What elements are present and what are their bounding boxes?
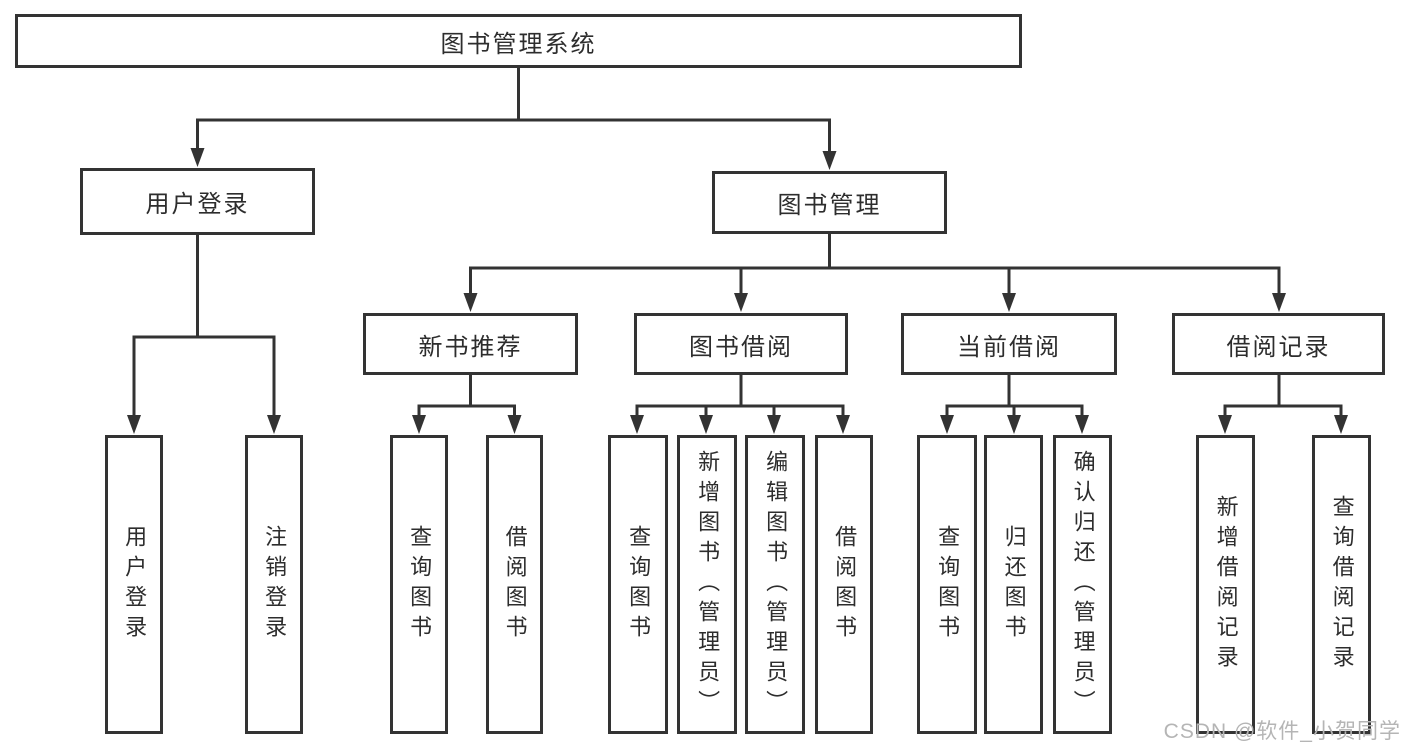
node-label: 当前借阅 xyxy=(957,333,1061,361)
arrow-down-icon xyxy=(190,148,205,167)
leaf-recommend-query-books: 查询图书 xyxy=(390,435,448,734)
leaf-borrow-edit-books-admin: 编辑图书（管理员） xyxy=(745,435,805,734)
arrow-down-icon xyxy=(1334,415,1348,434)
arrow-down-icon xyxy=(1075,415,1089,434)
arrow-down-icon xyxy=(1002,293,1016,312)
leaf-current-confirm-return-admin: 确认归还（管理员） xyxy=(1053,435,1112,734)
arrow-down-icon xyxy=(940,415,954,434)
node-label: 查询图书 xyxy=(407,524,433,645)
node-label: 图书管理系统 xyxy=(440,30,597,58)
arrow-down-icon xyxy=(630,415,644,434)
node-current-borrowing: 当前借阅 xyxy=(901,313,1117,375)
node-label: 查询图书 xyxy=(935,524,961,645)
leaf-logout: 注销登录 xyxy=(245,435,303,734)
node-user-login: 用户登录 xyxy=(80,168,315,235)
node-label: 查询图书 xyxy=(626,524,652,645)
arrow-down-icon xyxy=(127,415,141,434)
node-label: 图书借阅 xyxy=(689,333,793,361)
leaf-borrow-query-books: 查询图书 xyxy=(608,435,668,734)
node-label: 新书推荐 xyxy=(418,333,523,361)
node-label: 用户登录 xyxy=(122,524,148,645)
node-label: 图书管理 xyxy=(777,192,882,219)
arrow-down-icon xyxy=(1218,415,1232,434)
arrow-down-icon xyxy=(734,293,748,312)
node-label: 注销登录 xyxy=(262,524,288,645)
node-label: 用户登录 xyxy=(145,191,250,218)
arrow-down-icon xyxy=(267,415,281,434)
node-label: 新增图书（管理员） xyxy=(695,449,721,720)
node-label: 确认归还（管理员） xyxy=(1070,449,1096,720)
node-label: 查询借阅记录 xyxy=(1329,494,1355,675)
arrow-down-icon xyxy=(822,151,837,170)
arrow-down-icon xyxy=(767,415,781,434)
leaf-current-query-books: 查询图书 xyxy=(917,435,977,734)
node-label: 借阅图书 xyxy=(832,524,858,645)
node-borrowing-records: 借阅记录 xyxy=(1172,313,1385,375)
node-label: 新增借阅记录 xyxy=(1213,494,1239,675)
node-root-system: 图书管理系统 xyxy=(15,14,1022,68)
leaf-records-add-record: 新增借阅记录 xyxy=(1196,435,1255,734)
node-book-management: 图书管理 xyxy=(712,171,947,234)
arrow-down-icon xyxy=(507,415,522,434)
node-label: 归还图书 xyxy=(1001,524,1027,645)
leaf-borrow-borrow-books: 借阅图书 xyxy=(815,435,873,734)
csdn-watermark: CSDN @软件_小贺同学 xyxy=(1163,720,1401,743)
node-label: 借阅图书 xyxy=(502,524,528,645)
arrow-down-icon xyxy=(412,415,426,434)
leaf-borrow-add-books-admin: 新增图书（管理员） xyxy=(677,435,737,734)
node-book-borrowing: 图书借阅 xyxy=(634,313,848,375)
node-label: 借阅记录 xyxy=(1226,333,1331,361)
leaf-recommend-borrow-books: 借阅图书 xyxy=(486,435,543,734)
arrow-down-icon xyxy=(699,415,713,434)
leaf-current-return-books: 归还图书 xyxy=(984,435,1043,734)
arrow-down-icon xyxy=(1007,415,1021,434)
leaf-user-login: 用户登录 xyxy=(105,435,163,734)
leaf-records-query-record: 查询借阅记录 xyxy=(1312,435,1371,734)
node-label: 编辑图书（管理员） xyxy=(763,449,789,720)
node-new-book-recommend: 新书推荐 xyxy=(363,313,578,375)
arrow-down-icon xyxy=(1272,293,1286,312)
arrow-down-icon xyxy=(836,415,850,434)
arrow-down-icon xyxy=(463,293,478,312)
